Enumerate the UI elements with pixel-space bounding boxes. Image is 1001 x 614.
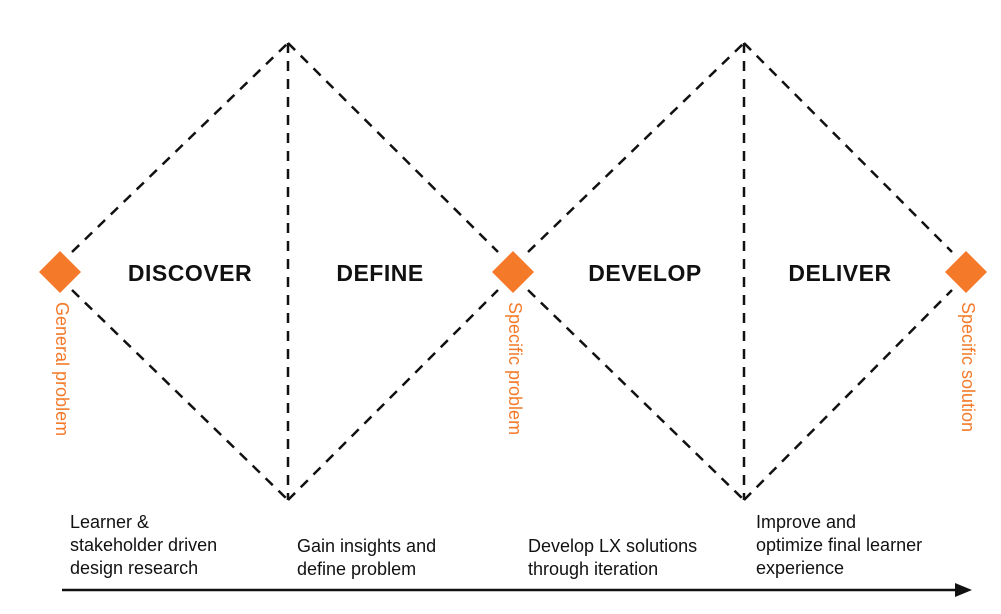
diamond-2-upper-left-edge xyxy=(527,42,745,253)
specific-solution-marker xyxy=(945,251,987,293)
specific-problem-label: Specific problem xyxy=(505,302,525,436)
specific-problem-marker xyxy=(492,251,534,293)
discover-description: Learner & stakeholder driven design rese… xyxy=(70,512,218,578)
diamond-1-lower-right-edge xyxy=(287,289,499,501)
phase-discover-label: DISCOVER xyxy=(127,260,253,286)
diamond-2-upper-right-edge xyxy=(743,42,953,253)
diamond-develop-deliver xyxy=(527,42,953,501)
phase-deliver-label: DELIVER xyxy=(788,260,892,286)
general-problem-label: General problem xyxy=(52,302,72,437)
diamond-1-upper-right-edge xyxy=(287,42,499,253)
phase-define-label: DEFINE xyxy=(336,260,424,286)
timeline-arrow-head xyxy=(955,583,972,597)
diamond-discover-define xyxy=(71,42,499,501)
phase-develop-label: DEVELOP xyxy=(588,260,702,286)
diamond-2-lower-right-edge xyxy=(743,289,953,501)
general-problem-marker xyxy=(39,251,81,293)
develop-description: Develop LX solutions through iteration xyxy=(528,536,698,579)
deliver-description: Improve and optimize final learner exper… xyxy=(756,512,923,578)
specific-solution-label: Specific solution xyxy=(958,302,978,433)
diamond-1-lower-left-edge xyxy=(71,289,289,501)
diamond-2-lower-left-edge xyxy=(527,289,745,501)
define-description: Gain insights and define problem xyxy=(297,536,437,579)
diamond-1-upper-left-edge xyxy=(71,42,289,253)
